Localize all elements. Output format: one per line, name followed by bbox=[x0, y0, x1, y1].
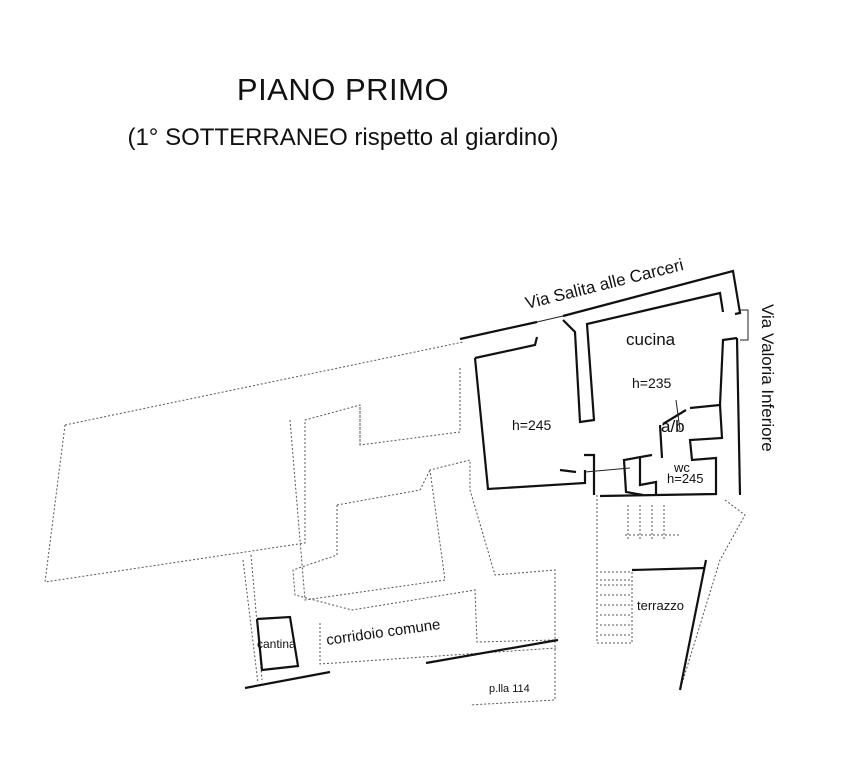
window-symbols bbox=[536, 309, 749, 473]
street-label-east: Via Valoria Inferiore bbox=[758, 304, 777, 452]
room-label-cantina: cantina bbox=[257, 637, 296, 651]
room-height-cucina: h=235 bbox=[632, 375, 672, 391]
plan-subtitle: (1° SOTTERRANEO rispetto al giardino) bbox=[127, 124, 559, 151]
room-height-left: h=245 bbox=[512, 417, 552, 433]
room-label-corridoio: corridoio comune bbox=[325, 616, 441, 649]
plan-title: PIANO PRIMO bbox=[236, 72, 450, 107]
stair-treads bbox=[600, 505, 680, 636]
room-label-wc: wc bbox=[673, 460, 690, 475]
room-label-terrazzo: terrazzo bbox=[637, 598, 684, 613]
room-height-wc: h=245 bbox=[667, 471, 704, 486]
walls bbox=[244, 269, 742, 691]
room-label-ab: a/b bbox=[661, 417, 685, 436]
dotted-outlines bbox=[44, 341, 746, 706]
parcel-label: p.lla 114 bbox=[489, 683, 530, 695]
room-label-cucina: cucina bbox=[626, 330, 676, 349]
